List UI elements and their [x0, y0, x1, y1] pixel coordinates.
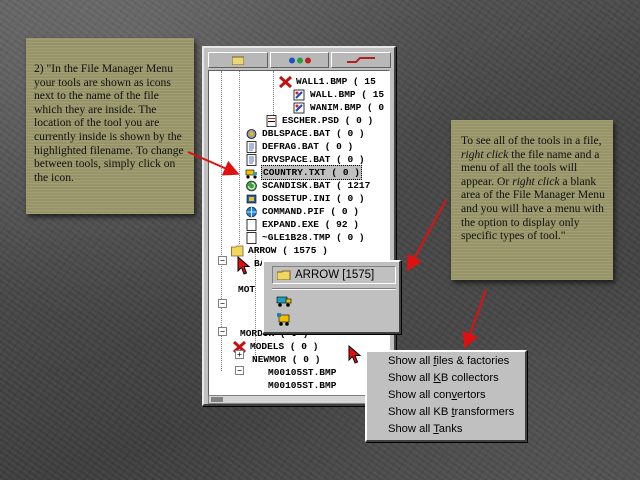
tree-item-label[interactable]: WANIM.BMP ( 0 [310, 102, 385, 113]
tree-item-label[interactable]: BA [254, 258, 266, 269]
toolbar-filter-button[interactable] [269, 52, 330, 68]
arrow-to-tools-popup [407, 199, 447, 272]
collapse-toggle[interactable]: − [235, 366, 244, 375]
menu-item-filter-2[interactable]: Show all convertors [388, 389, 486, 401]
tree-item[interactable]: DOSSETUP.INI ( 0 ) [245, 192, 366, 205]
tree-item[interactable]: DEFRAG.BAT ( 0 ) [245, 140, 354, 153]
tree-connector-line [273, 71, 274, 121]
file-tree[interactable]: WALL1.BMP ( 15 WALL.BMP ( 15 WANIM.BMP ( 0… [208, 70, 390, 396]
tree-item[interactable]: SCANDISK.BAT ( 1217 [245, 179, 371, 192]
note-right-text-2: the file name and a menu of all the tool… [461, 147, 600, 188]
mouse-cursor-icon [348, 345, 362, 364]
tree-item-label[interactable]: MOT [238, 284, 256, 295]
note-right-text: To see all of the tools in a file, right… [461, 134, 607, 243]
tree-item[interactable]: ~GLE1B28.TMP ( 0 ) [245, 231, 366, 244]
paint-tool-icon[interactable] [293, 102, 306, 114]
tree-item-label[interactable]: M00105ST.BMP [268, 367, 337, 378]
tree-item[interactable]: WALL1.BMP ( 15 [279, 75, 377, 88]
tree-item[interactable]: EXPAND.EXE ( 92 ) [245, 218, 360, 231]
folder-icon [231, 56, 244, 65]
tree-item-label[interactable]: ARROW ( 1575 ) [248, 245, 328, 256]
tree-item-label[interactable]: M00105ST.BMP [268, 380, 337, 391]
mouse-cursor-icon [237, 256, 251, 275]
menu-item-filter-0[interactable]: Show all files & factories [388, 355, 510, 367]
tree-item[interactable]: NEWMOR ( 0 ) [251, 353, 321, 366]
note-right: To see all of the tools in a file, right… [451, 120, 613, 280]
blank-file-icon[interactable] [245, 218, 258, 231]
tree-item[interactable]: MODELS ( 0 ) [233, 340, 319, 353]
note-right-text-1: To see all of the tools in a file, [461, 134, 602, 147]
tree-connector-line [239, 71, 240, 244]
tree-item-label[interactable]: COMMAND.PIF ( 0 ) [262, 206, 359, 217]
menu-item-filter-4[interactable]: Show all Tanks [388, 423, 463, 435]
spiral-tool-icon[interactable] [245, 180, 258, 192]
tree-item[interactable]: ARROW ( 1575 ) [231, 244, 329, 257]
arrow-to-context-menu [462, 289, 487, 349]
tree-item[interactable]: WANIM.BMP ( 0 [293, 101, 385, 114]
tools-popup-header[interactable]: ARROW [1575] [272, 266, 396, 284]
tree-item-label[interactable]: ~GLE1B28.TMP ( 0 ) [262, 232, 365, 243]
gear-tool-icon[interactable] [245, 128, 258, 140]
globe-tool-icon[interactable] [245, 206, 258, 218]
note-left: 2) "In the File Manager Menu your tools … [26, 38, 194, 214]
folder-icon [277, 270, 291, 280]
tree-item[interactable]: COMMAND.PIF ( 0 ) [245, 205, 360, 218]
tree-item[interactable]: DBLSPACE.BAT ( 0 ) [245, 127, 366, 140]
tree-item-label[interactable]: NEWMOR ( 0 ) [252, 354, 321, 365]
horizontal-scrollbar[interactable] [208, 395, 390, 404]
tree-item-label[interactable]: MODELS ( 0 ) [250, 341, 319, 352]
route-line-icon [347, 57, 376, 63]
text-file-icon[interactable] [245, 153, 258, 166]
document-icon[interactable] [265, 114, 278, 127]
tools-popup: ARROW [1575] [262, 260, 401, 334]
tree-item[interactable]: BA [253, 257, 266, 270]
expand-toggle[interactable]: + [235, 350, 244, 359]
tree-item-label[interactable]: DEFRAG.BAT ( 0 ) [262, 141, 354, 152]
menu-item-filter-3[interactable]: Show all KB transformers [388, 406, 515, 418]
chip-tool-icon[interactable] [245, 193, 258, 205]
paint-tool-icon[interactable] [293, 89, 306, 101]
tree-connector-line [255, 247, 256, 357]
tree-item-label[interactable]: ESCHER.PSD ( 0 ) [282, 115, 374, 126]
tree-item-label[interactable]: DOSSETUP.INI ( 0 ) [262, 193, 365, 204]
loader-tool-icon[interactable] [276, 312, 292, 326]
tools-popup-title: ARROW [1575] [295, 269, 375, 281]
tree-item-label[interactable]: SCANDISK.BAT ( 1217 [262, 180, 371, 191]
tree-item[interactable]: MOT [237, 283, 256, 296]
tree-connector-line [221, 71, 222, 371]
tree-item-label[interactable]: WALL1.BMP ( 15 [296, 76, 376, 87]
note-left-text: 2) "In the File Manager Menu your tools … [34, 62, 184, 184]
tree-item-label[interactable]: DRVSPACE.BAT ( 0 ) [262, 154, 365, 165]
tree-item-label[interactable]: COUNTRY.TXT ( 0 ) [261, 165, 362, 180]
tree-item[interactable]: M00105ST.BMP [267, 379, 337, 392]
collapse-toggle[interactable]: − [218, 327, 227, 336]
tree-item-highlighted[interactable]: COUNTRY.TXT ( 0 ) [245, 165, 362, 180]
toolbar-folder-button[interactable] [208, 52, 268, 68]
text-file-icon[interactable] [245, 140, 258, 153]
colored-dots-icon [288, 57, 311, 63]
note-right-text-3: a blank area of the File Manager Menu an… [461, 174, 605, 243]
menu-item-filter-1[interactable]: Show all KB collectors [388, 372, 499, 384]
tree-item-label[interactable]: WALL.BMP ( 15 [310, 89, 385, 100]
tree-item-label[interactable]: EXPAND.EXE ( 92 ) [262, 219, 359, 230]
truck-tool-icon[interactable] [245, 167, 258, 179]
folder-icon[interactable] [231, 245, 244, 257]
popup-separator [272, 288, 396, 290]
x-tool-icon[interactable] [279, 75, 292, 88]
scroll-left-arrow[interactable] [211, 397, 223, 402]
toolbar-route-button[interactable] [331, 52, 392, 68]
blank-file-icon[interactable] [245, 231, 258, 244]
tree-item[interactable]: M00105ST.BMP [267, 366, 337, 379]
note-right-emphasis-2: right click [512, 174, 560, 188]
collapse-toggle[interactable]: − [218, 256, 227, 265]
tree-item-label[interactable]: DBLSPACE.BAT ( 0 ) [262, 128, 365, 139]
note-right-emphasis-1: right click [461, 147, 509, 161]
truck-tool-icon[interactable] [276, 293, 292, 307]
tree-item[interactable]: WALL.BMP ( 15 [293, 88, 385, 101]
tree-item[interactable]: DRVSPACE.BAT ( 0 ) [245, 153, 366, 166]
collapse-toggle[interactable]: − [218, 299, 227, 308]
tree-item[interactable]: ESCHER.PSD ( 0 ) [265, 114, 374, 127]
file-manager-toolbar [208, 52, 392, 68]
